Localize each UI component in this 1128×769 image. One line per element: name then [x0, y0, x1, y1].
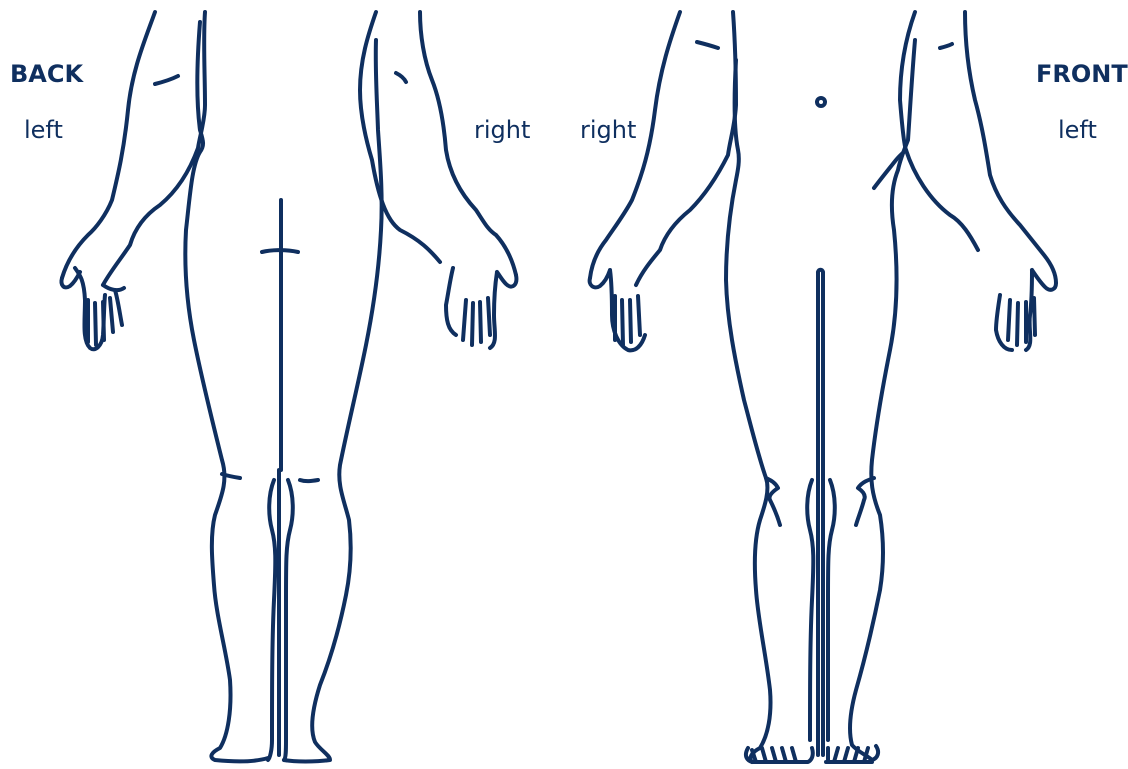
front-left-arm — [900, 12, 1056, 283]
back-left-elbow — [155, 76, 178, 84]
back-body-outline — [61, 12, 516, 762]
back-buttocks-crease — [262, 250, 298, 252]
front-navel — [817, 98, 825, 106]
front-right-side — [726, 60, 771, 762]
front-right-arm — [590, 12, 736, 285]
back-right-arm — [360, 12, 516, 275]
front-hip-line — [874, 150, 906, 188]
back-right-elbow — [396, 73, 406, 82]
front-left-hand — [996, 270, 1056, 350]
back-left-hand — [61, 272, 124, 345]
front-left-side — [850, 40, 915, 760]
back-knee-right — [300, 480, 318, 481]
front-right-elbow — [697, 42, 718, 48]
front-left-foot — [826, 746, 878, 762]
front-body-outline — [590, 12, 1056, 762]
back-right-hand — [446, 268, 516, 348]
front-left-elbow — [940, 44, 952, 48]
back-spine-line — [279, 200, 281, 755]
back-left-arm — [62, 12, 205, 349]
front-center-line — [818, 270, 823, 755]
back-left-side — [185, 22, 268, 761]
